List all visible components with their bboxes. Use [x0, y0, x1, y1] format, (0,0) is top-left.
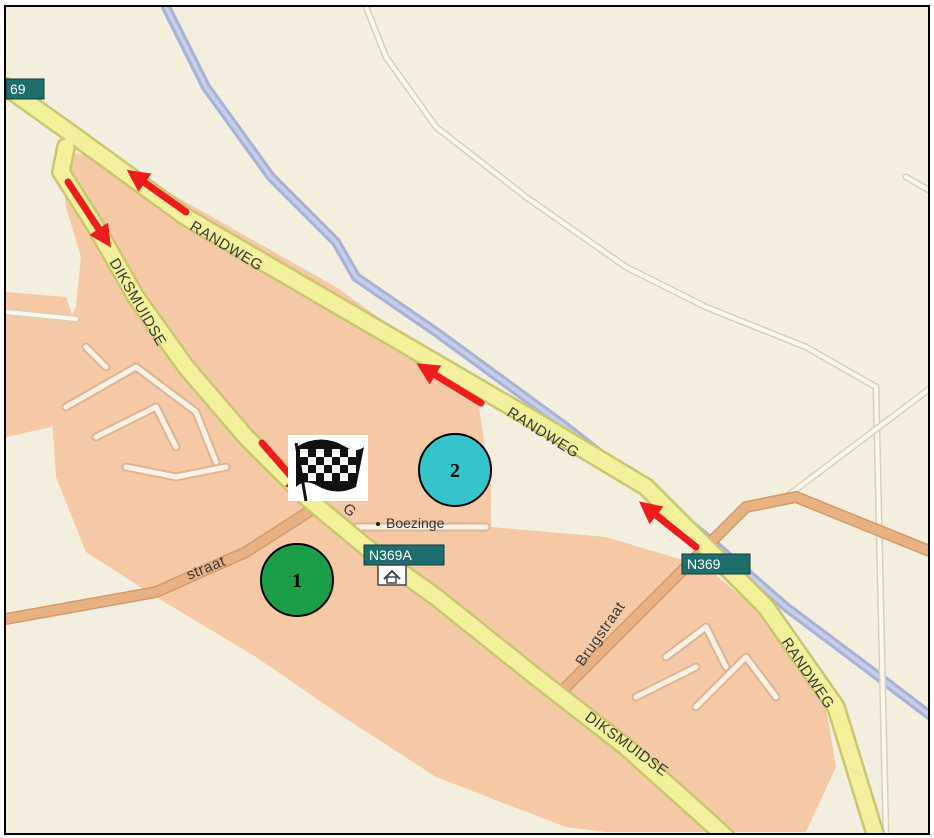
residential-streets	[61, 342, 781, 712]
shield-n369a: N369A	[363, 544, 445, 566]
marker-1[interactable]: 1	[260, 543, 334, 617]
marker-2-label: 2	[450, 460, 460, 482]
route-arrow-icon	[126, 169, 190, 216]
secondary-roads	[6, 491, 928, 693]
shield-n369-right: N369	[681, 553, 751, 575]
town-area-west	[6, 292, 76, 437]
route-arrow-icon	[64, 178, 111, 248]
marker-2[interactable]: 2	[418, 433, 492, 507]
route-arrow-icon	[416, 363, 485, 407]
shield-n369-left: 69	[6, 78, 45, 100]
route-arrow-icon	[639, 501, 700, 551]
checkered-flag-icon	[288, 435, 368, 502]
town-label: Boezinge	[386, 515, 445, 531]
rural-roads	[6, 7, 928, 833]
town-dot	[376, 522, 380, 526]
canal-edge	[164, 7, 928, 717]
map-frame[interactable]: RANDWEG RANDWEG RANDWEG DIKSMUIDSE DIKSM…	[4, 5, 930, 835]
svg-text:N369A: N369A	[369, 547, 412, 563]
home-icon	[377, 564, 407, 586]
svg-text:69: 69	[10, 81, 26, 97]
map-canvas[interactable]: RANDWEG RANDWEG RANDWEG DIKSMUIDSE DIKSM…	[6, 7, 930, 835]
svg-text:N369: N369	[687, 556, 721, 572]
marker-1-label: 1	[292, 570, 302, 592]
